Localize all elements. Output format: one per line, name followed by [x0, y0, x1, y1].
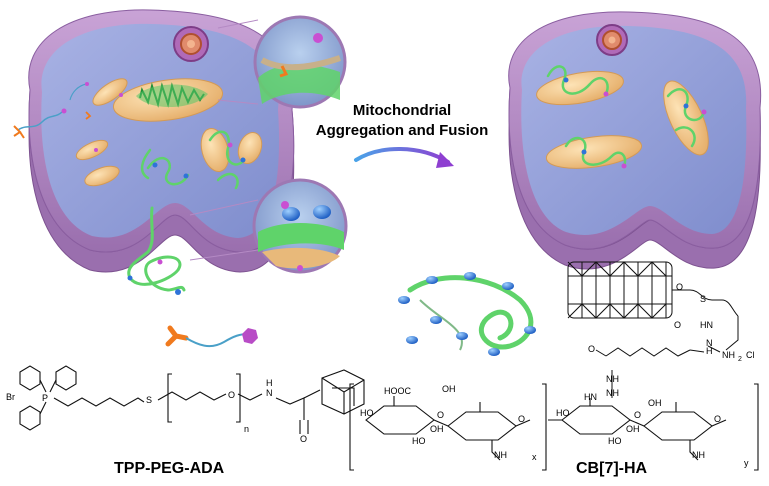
- fused-mito-2: [663, 80, 709, 156]
- free-tpp-peg-small: [13, 82, 92, 139]
- ha-backbone-structure: [349, 383, 759, 471]
- atom-nh-link1: NH: [606, 374, 619, 384]
- atom-o-ether: O: [676, 282, 684, 292]
- atom-p: P: [42, 393, 49, 403]
- atom-ho-1: HO: [360, 408, 374, 418]
- atom-o-ring-1: O: [437, 410, 445, 420]
- sub-y: y: [744, 458, 749, 468]
- atom-hooc: HOOC: [384, 386, 411, 396]
- atom-o-carbonyl: O: [300, 434, 308, 444]
- atom-hn-b: HN: [584, 392, 597, 402]
- atom-nh-c: NH: [692, 450, 705, 460]
- atom-s1: S: [146, 395, 153, 405]
- right-cell-golgi-ring: [596, 24, 628, 56]
- sub-x: x: [532, 452, 537, 462]
- left-cell-cytoplasm: [41, 23, 280, 238]
- entering-polymer: [127, 206, 186, 295]
- cb7-ha-cartoon: [398, 272, 536, 356]
- process-label: Mitochondrial Aggregation and Fusion: [300, 101, 504, 141]
- atom-nh-a: NH: [494, 450, 507, 460]
- atom-o1: O: [228, 390, 236, 400]
- mito-small-3: [84, 165, 120, 187]
- atom-nh-hydrazide: N: [706, 338, 713, 348]
- caption-tpp-peg-ada: TPP-PEG-ADA: [114, 460, 225, 477]
- atom-br: Br: [6, 392, 15, 402]
- left-cell-dots: [94, 93, 246, 179]
- atom-oh-b: OH: [648, 398, 662, 408]
- caption-cb7-ha: CB[7]-HA: [576, 460, 648, 477]
- atom-hn: HN: [700, 320, 713, 330]
- atom-oh-2: OH: [626, 424, 640, 434]
- atom-o-ring-2: O: [518, 414, 526, 424]
- sub-n: n: [244, 424, 250, 434]
- atom-h1: H: [266, 378, 273, 388]
- process-label-line1: Mitochondrial: [352, 102, 452, 119]
- fused-mito-3: [545, 135, 643, 169]
- atom-o-amide: O: [674, 320, 682, 330]
- hydrazide-linker: [595, 347, 705, 398]
- mito-small-2: [75, 139, 109, 161]
- atom-o-linker: O: [588, 344, 596, 354]
- mito-small-1: [92, 78, 128, 106]
- right-cell-cytoplasm: [521, 25, 747, 235]
- left-cell-polymer-strands: [140, 130, 246, 190]
- right-cell-dots: [563, 77, 707, 169]
- left-cell-mitochondria: [75, 78, 263, 187]
- cb7-cage-structure: [567, 261, 739, 353]
- zoom-bubble-top: [217, 15, 347, 109]
- mito-small-5: [237, 132, 263, 164]
- zoom-bubble-bottom: [189, 178, 348, 274]
- atom-o-ring-3: O: [634, 410, 642, 420]
- tpp-peg-ada-cartoon: [165, 325, 258, 348]
- process-arrow: [354, 147, 454, 168]
- atom-o-ring-4: O: [714, 414, 722, 424]
- atom-s2: S: [700, 294, 707, 304]
- atom-n1: N: [266, 388, 273, 398]
- atom-oh-1: OH: [430, 424, 444, 434]
- atom-h-hydrazide: H: [706, 346, 713, 356]
- process-label-line2: Aggregation and Fusion: [315, 122, 489, 139]
- tpp-peg-ada-structure: [19, 365, 365, 434]
- atom-ho-3: HO: [556, 408, 570, 418]
- atom-ho-4: HO: [608, 436, 622, 446]
- left-cell-golgi-ring: [173, 26, 209, 62]
- atom-ho-2: HO: [412, 436, 426, 446]
- right-cell-fused-mitochondria: [536, 70, 709, 169]
- atom-nh2-sub: 2: [738, 356, 742, 363]
- atom-nh-link2: NH: [606, 388, 619, 398]
- atom-oh-top: OH: [442, 384, 456, 394]
- fused-mito-1: [536, 70, 624, 106]
- atom-nh2: NH: [722, 350, 735, 360]
- atom-cl: Cl: [746, 350, 755, 360]
